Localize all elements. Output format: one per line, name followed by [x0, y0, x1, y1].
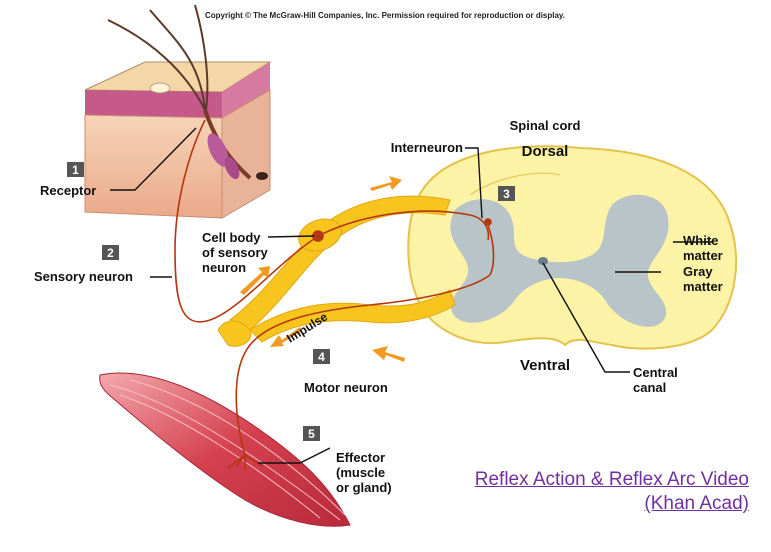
khan-academy-video-link[interactable]: Reflex Action & Reflex Arc Video (Khan A… [475, 468, 749, 516]
label-central-canal-1: Central [633, 365, 678, 380]
step-3: 3 [498, 186, 515, 201]
label-gray-matter-2: matter [683, 279, 723, 294]
step-5: 5 [303, 426, 320, 441]
label-effector-1: Effector [336, 450, 385, 465]
label-cell-body-3: neuron [202, 260, 246, 275]
label-ventral: Ventral [520, 357, 570, 374]
svg-text:2: 2 [107, 246, 114, 260]
spinal-cord [407, 145, 738, 350]
arrow-sensory [240, 266, 270, 295]
arrow-top [370, 176, 402, 191]
arrow-bottom [372, 346, 405, 362]
skin-block [84, 4, 272, 219]
label-central-canal-2: canal [633, 380, 666, 395]
step-4: 4 [313, 349, 330, 364]
label-receptor: Receptor [40, 183, 96, 198]
sensory-neuron-fiber [174, 119, 321, 323]
leader-lines [110, 127, 713, 464]
svg-text:5: 5 [308, 427, 315, 441]
motor-neuron-fiber [235, 274, 491, 456]
label-motor-neuron: Motor neuron [304, 380, 388, 395]
step-1: 1 [67, 162, 84, 177]
label-white-matter-1: White [683, 233, 718, 248]
interneuron-fiber [487, 224, 495, 276]
link-line-1: Reflex Action & Reflex Arc Video [474, 469, 749, 490]
step-2: 2 [102, 245, 119, 260]
arrow-impulse [270, 327, 302, 347]
copyright-notice: Copyright © The McGraw-Hill Companies, I… [205, 11, 565, 20]
gray-matter [450, 194, 669, 327]
svg-text:1: 1 [72, 163, 79, 177]
label-gray-matter-1: Gray [683, 264, 713, 279]
nerve-roots [217, 195, 456, 347]
neuron-fibers [174, 119, 495, 470]
sensory-into-cord [317, 210, 490, 241]
label-cell-body-2: of sensory [202, 245, 269, 260]
label-dorsal: Dorsal [522, 143, 569, 160]
label-white-matter-2: matter [683, 248, 723, 263]
svg-text:3: 3 [503, 187, 510, 201]
link-line-2: (Khan Acad) [644, 493, 749, 514]
label-cell-body-1: Cell body [202, 230, 261, 245]
label-interneuron: Interneuron [391, 140, 463, 155]
label-effector-3: or gland) [336, 480, 392, 495]
label-effector-2: (muscle [336, 465, 385, 480]
motor-endings [227, 454, 263, 470]
svg-text:4: 4 [318, 350, 325, 364]
label-sensory-neuron: Sensory neuron [34, 269, 133, 284]
impulse-arrows [240, 176, 405, 362]
muscle-effector [99, 372, 351, 527]
label-spinal-cord: Spinal cord [510, 118, 581, 133]
central-canal [538, 257, 548, 265]
